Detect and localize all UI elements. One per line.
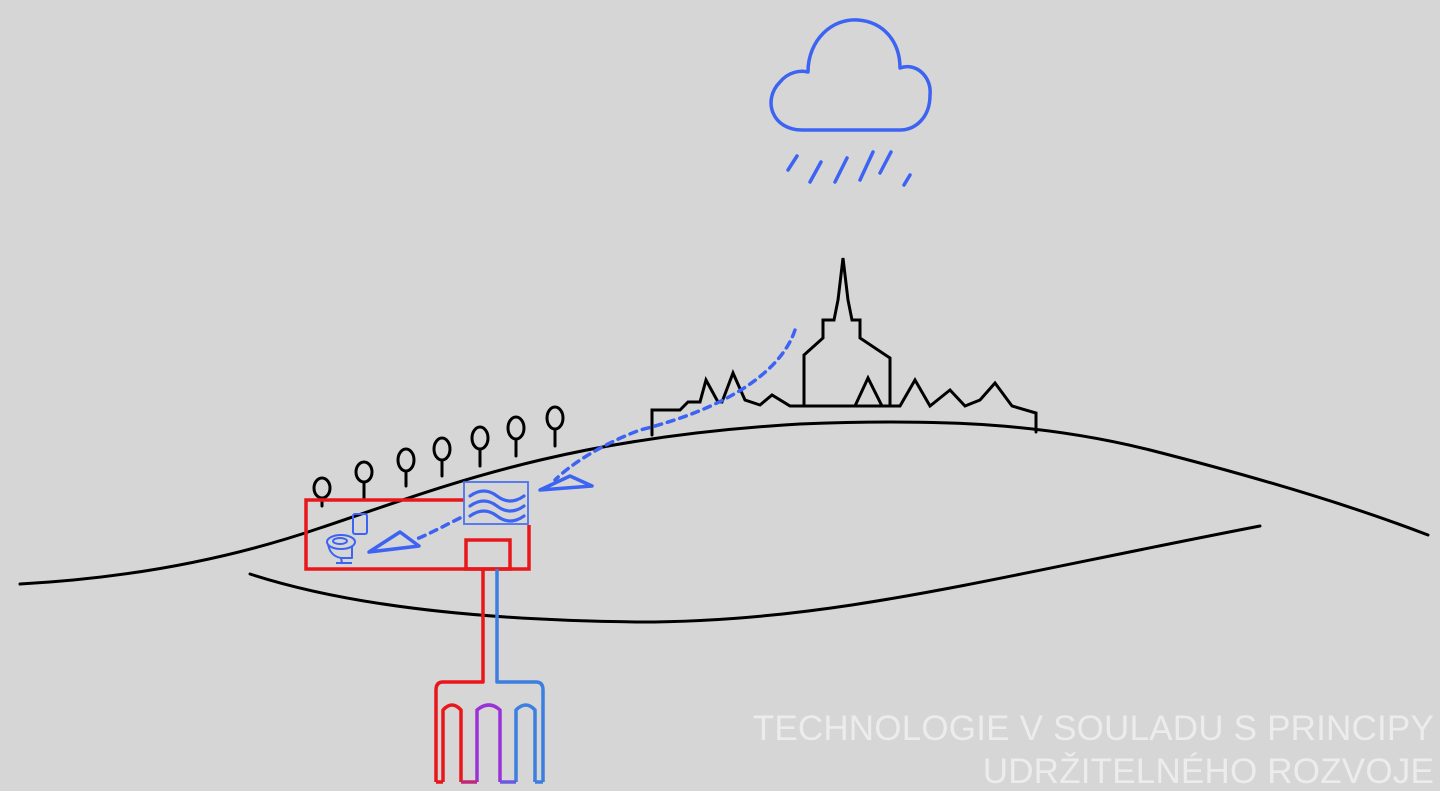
tree-icon	[432, 436, 452, 478]
ground-heat-exchanger-icon	[434, 569, 545, 784]
loop-blue	[514, 703, 537, 782]
supply-pipe	[434, 569, 485, 782]
loop-red	[441, 703, 463, 782]
caption-line-2: UDRŽITELNÉHO ROZVOJE	[982, 752, 1434, 791]
hill-main	[18, 420, 1430, 586]
return-pipe	[495, 569, 545, 782]
water-flow	[412, 328, 797, 542]
building	[304, 498, 531, 571]
tree-icon	[354, 460, 374, 500]
arrow-to-tank	[538, 474, 594, 492]
loop-purple	[475, 703, 502, 782]
tree-icon	[506, 415, 526, 458]
tree-icon	[545, 405, 565, 448]
building-outline	[304, 498, 531, 571]
rain-drops	[786, 150, 912, 187]
tree-icon	[470, 425, 490, 468]
water-tank-icon	[463, 481, 529, 525]
church-icon	[650, 257, 1038, 437]
toilet-icon	[326, 513, 368, 564]
tree-row	[312, 405, 565, 508]
tree-icon	[312, 476, 332, 508]
caption-line-1: TECHNOLOGIE V SOULADU S PRINCIPY	[752, 709, 1434, 748]
arrow-to-toilet	[367, 530, 421, 554]
rainwater-flow	[553, 328, 797, 482]
heat-pump-icon	[464, 538, 512, 571]
rain-cloud-icon	[769, 18, 932, 187]
tree-icon	[396, 447, 416, 488]
greywater-flow	[412, 516, 462, 542]
hill-lower	[248, 524, 1262, 624]
village-skyline	[650, 257, 1038, 437]
landscape	[18, 420, 1430, 624]
cloud-outline	[769, 18, 932, 132]
arrowheads	[367, 474, 594, 554]
